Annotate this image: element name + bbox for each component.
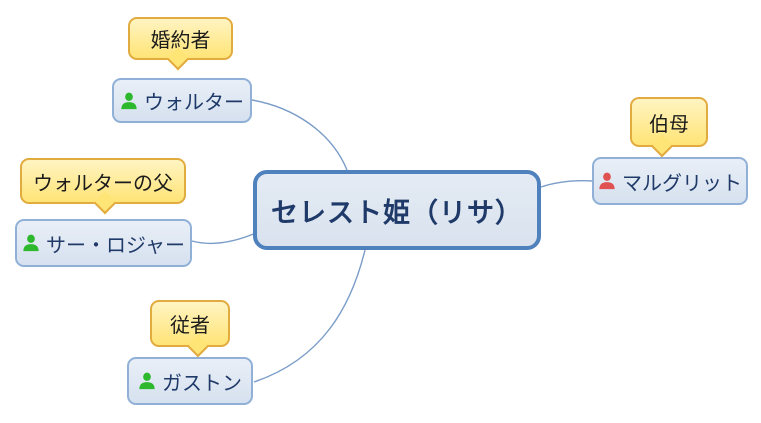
connector-sir-roger (191, 232, 257, 245)
callout-servant-label: 従者 (170, 315, 210, 337)
node-sir-roger[interactable]: サー・ロジャー (15, 219, 192, 267)
connector-walter (251, 99, 348, 171)
node-marguerite[interactable]: マルグリット (592, 157, 748, 205)
node-gaston[interactable]: ガストン (127, 357, 253, 405)
node-walter-label: ウォルター (144, 92, 244, 114)
person-icon (599, 172, 615, 190)
center-node-label: セレスト姫（リサ） (271, 197, 523, 228)
callout-fiance[interactable]: 婚約者 (128, 17, 233, 71)
node-walter[interactable]: ウォルター (112, 78, 252, 123)
callout-servant[interactable]: 従者 (150, 300, 230, 358)
callout-aunt-label: 伯母 (649, 113, 689, 136)
callout-fiance-label: 婚約者 (150, 30, 211, 52)
node-gaston-label: ガストン (162, 372, 242, 395)
center-node-celeste[interactable]: セレスト姫（リサ） (253, 170, 541, 250)
callout-walters-father[interactable]: ウォルターの父 (20, 158, 186, 215)
connector-marguerite (540, 179, 594, 188)
node-sir-roger-label: サー・ロジャー (46, 234, 185, 257)
callout-walters-father-label: ウォルターの父 (33, 172, 173, 195)
person-icon (23, 234, 39, 252)
person-icon (121, 92, 137, 109)
callout-aunt[interactable]: 伯母 (630, 97, 708, 158)
person-icon (139, 372, 155, 390)
connector-gaston (253, 249, 366, 383)
node-marguerite-label: マルグリット (622, 172, 742, 195)
